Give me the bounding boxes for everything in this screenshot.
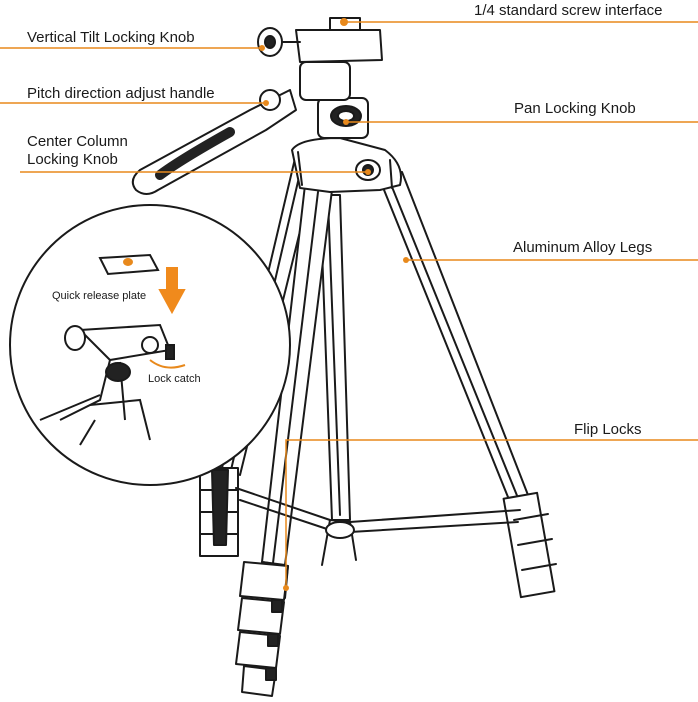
center-brace [235,487,521,566]
rear-leg [319,194,351,521]
label-alloy-legs: Aluminum Alloy Legs [513,239,653,256]
pan-base [317,97,369,139]
label-pitch-handle: Pitch direction adjust handle [27,85,215,102]
right-leg [379,171,557,599]
quick-release-plate-drawing [98,253,160,276]
label-screw-interface: 1/4 standard screw interface [474,2,663,19]
label-center-column-line2: Locking Knob [27,151,118,168]
label-quick-release-plate: Quick release plate [52,290,147,302]
leader-flip-locks [285,439,698,588]
tilt-head [257,17,383,101]
inset-detail [9,204,291,486]
label-pan-knob: Pan Locking Knob [514,100,636,117]
leader-lines [0,21,698,588]
leg-hub [291,137,402,193]
down-arrow-icon [158,267,186,315]
label-lock-catch: Lock catch [148,373,201,385]
front-leg [235,184,333,697]
leader-dots [259,19,409,591]
inset-head-drawing [39,323,186,446]
label-center-column-line1: Center Column [27,133,128,150]
label-vertical-tilt-knob: Vertical Tilt Locking Knob [27,29,195,46]
label-flip-locks: Flip Locks [574,421,642,438]
pan-handle [131,89,297,195]
